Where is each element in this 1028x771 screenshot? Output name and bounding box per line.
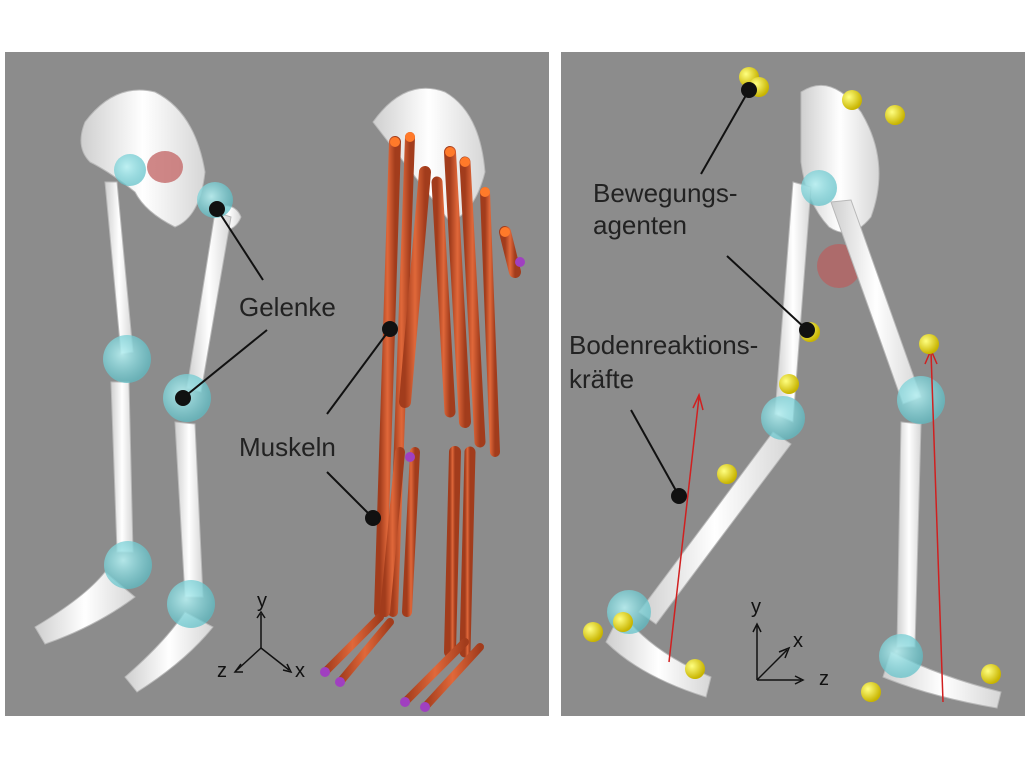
joint-sphere xyxy=(114,154,146,186)
annotation-leaders-left xyxy=(175,201,398,526)
left-panel-skeleton-muscles: Gelenke Muskeln y z x xyxy=(5,52,549,716)
label-joints: Gelenke xyxy=(239,292,336,322)
annotation-leaders-right xyxy=(630,82,815,504)
muscle-end-markers xyxy=(320,257,525,712)
joint-sphere xyxy=(167,580,215,628)
joint-sphere xyxy=(879,634,923,678)
label-motion-agents-2: agenten xyxy=(593,210,687,240)
label-grf-1: Bodenreaktions- xyxy=(569,330,759,360)
axis-label-x: x xyxy=(793,630,803,652)
hip-socket-red xyxy=(147,151,183,183)
axis-label-z: z xyxy=(819,668,829,690)
right-illustration xyxy=(583,67,1002,709)
muscle-attachment-markers xyxy=(390,132,510,237)
left-illustration xyxy=(34,87,525,712)
joint-sphere xyxy=(104,541,152,589)
label-grf-2: kräfte xyxy=(569,364,635,394)
joint-sphere xyxy=(801,170,837,206)
axes-triad-left xyxy=(233,610,293,674)
axis-label-z: z xyxy=(217,660,227,682)
axis-label-x: x xyxy=(295,660,305,682)
axis-label-y: y xyxy=(257,590,267,612)
joint-sphere xyxy=(103,335,151,383)
skeleton-with-muscles xyxy=(320,87,525,712)
joint-sphere xyxy=(897,376,945,424)
joint-sphere xyxy=(761,396,805,440)
label-motion-agents-1: Bewegungs- xyxy=(593,178,738,208)
skeleton-left xyxy=(34,89,242,693)
motion-agent-markers xyxy=(583,67,1001,702)
axis-label-y: y xyxy=(751,596,761,618)
axes-triad-right xyxy=(752,622,805,685)
right-panel-gait: Bewegungs- agenten Bodenreaktions- kräft… xyxy=(561,52,1025,716)
label-muscles: Muskeln xyxy=(239,432,336,462)
